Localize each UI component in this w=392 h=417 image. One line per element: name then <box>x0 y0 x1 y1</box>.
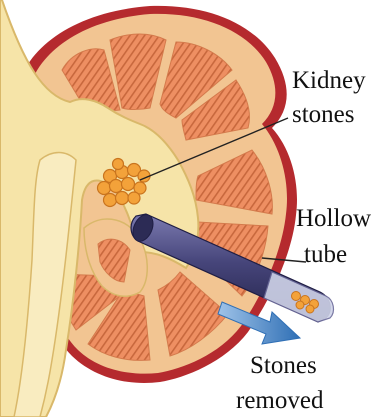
label-stones-removed-line2: removed <box>236 387 324 414</box>
label-kidney-stones-line1: Kidney <box>292 67 366 94</box>
label-kidney-stones-line2: stones <box>292 101 355 128</box>
label-hollow-tube-line2: tube <box>304 241 347 268</box>
label-stones-removed-line1: Stones <box>250 352 317 379</box>
label-hollow-tube-line1: Hollow <box>296 205 371 232</box>
